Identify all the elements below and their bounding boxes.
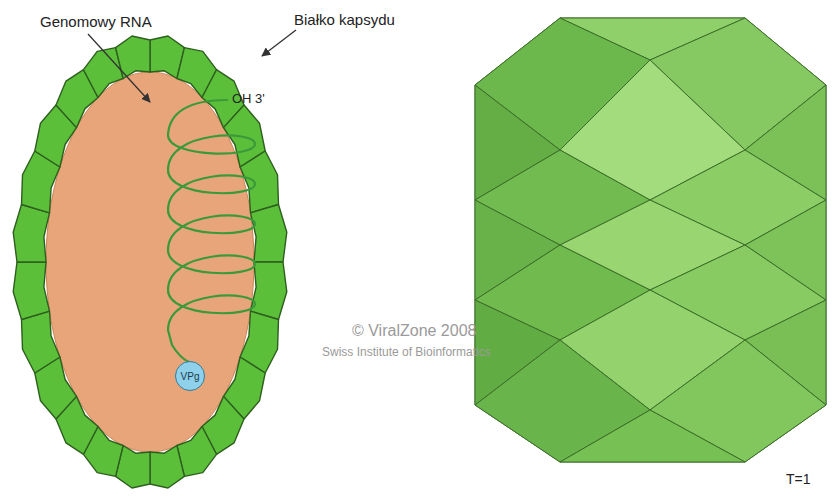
leader-line (262, 30, 296, 56)
protein-label: VPg (181, 371, 200, 382)
vpg-protein: VPg (175, 361, 205, 391)
facet (560, 410, 745, 462)
capsid-interior (46, 72, 254, 452)
part-label: Genomowy RNA (40, 14, 152, 31)
capsid-protein (150, 446, 184, 489)
end-label: OH 3' (232, 92, 265, 106)
capsid-protein (116, 36, 150, 79)
watermark: Swiss Institute of Bioinformatics (322, 346, 491, 359)
part-label: Białko kapsydu (294, 12, 395, 29)
capsid-protein (13, 262, 49, 320)
rna-coil (168, 100, 255, 362)
watermark: © ViralZone 2008 (352, 322, 476, 340)
capsid-protein (22, 311, 60, 373)
triangulation-label: T=1 (786, 472, 811, 487)
icosahedron (475, 18, 826, 462)
capsid (13, 36, 287, 488)
capsid-protein (240, 151, 278, 213)
capsid-protein (13, 205, 49, 263)
leader-line (88, 34, 150, 102)
icosahedron-outline (475, 18, 826, 462)
capsid-protein (251, 262, 287, 320)
capsid-protein (251, 205, 287, 263)
